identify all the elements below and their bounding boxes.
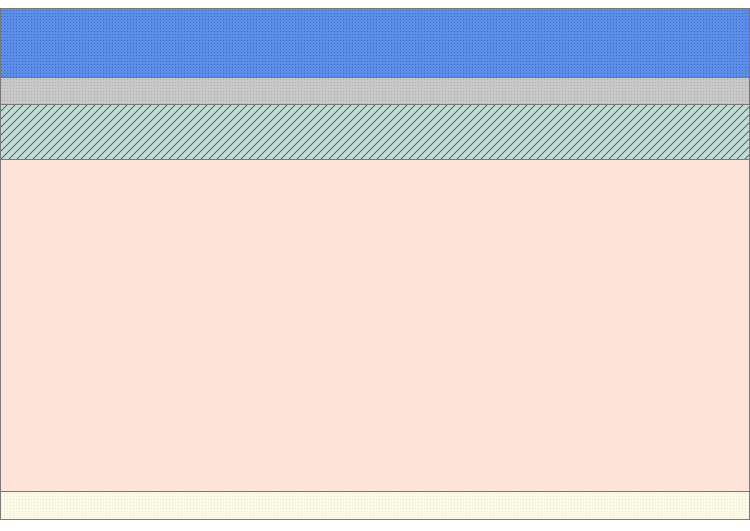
layer-3-band (0, 104, 750, 160)
layer-4-band (0, 159, 750, 492)
layers-group (0, 8, 750, 520)
layer-2-band (0, 77, 750, 105)
layer-5-band (0, 491, 750, 520)
layer-1-band (0, 8, 750, 78)
